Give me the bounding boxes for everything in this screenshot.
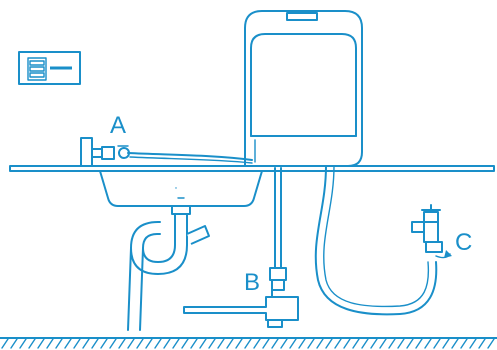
floor-hatch: [46, 338, 54, 349]
floor-hatch: [478, 338, 486, 349]
floor-hatch: [451, 338, 459, 349]
floor-hatch: [406, 338, 414, 349]
floor-hatch: [343, 338, 351, 349]
floor-hatch: [172, 338, 180, 349]
floor-hatch: [361, 338, 369, 349]
floor-hatch: [10, 338, 18, 349]
floor-hatch: [253, 338, 261, 349]
floor-hatch: [127, 338, 135, 349]
floor-hatch: [28, 338, 36, 349]
floor-hatch: [370, 338, 378, 349]
floor-hatch: [235, 338, 243, 349]
floor-hatch: [1, 338, 9, 349]
label-c: C: [455, 229, 472, 256]
floor-hatch: [262, 338, 270, 349]
sink-drain-trap: [127, 205, 210, 331]
floor-hatch: [199, 338, 207, 349]
floor-hatch: [316, 338, 324, 349]
floor-hatch: [469, 338, 477, 349]
floor-hatch: [19, 338, 27, 349]
label-a: A: [110, 112, 126, 139]
floor-hatch: [352, 338, 360, 349]
floor-hatch: [433, 338, 441, 349]
floor-hatch: [415, 338, 423, 349]
dishwasher-appliance: [244, 10, 363, 167]
floor-hatch: [163, 338, 171, 349]
floor-hatch: [487, 338, 495, 349]
label-b: B: [244, 269, 260, 296]
floor-hatch: [145, 338, 153, 349]
floor-hatch: [244, 338, 252, 349]
floor-hatch: [181, 338, 189, 349]
inlet-hose: [314, 165, 438, 316]
floor-hatch: [289, 338, 297, 349]
floor-hatch: [298, 338, 306, 349]
floor-hatch: [37, 338, 45, 349]
floor-hatch: [325, 338, 333, 349]
sink-basin: [99, 170, 263, 207]
floor-hatch: [334, 338, 342, 349]
floor-hatch: [109, 338, 117, 349]
floor-hatch: [208, 338, 216, 349]
floor-hatch: [217, 338, 225, 349]
floor-hatch: [307, 338, 315, 349]
floor-hatch: [55, 338, 63, 349]
floor-hatch: [442, 338, 450, 349]
floor-hatch: [64, 338, 72, 349]
floor-hatch: [82, 338, 90, 349]
valve-a: [80, 137, 253, 167]
floor-hatch: [226, 338, 234, 349]
floor-hatch: [280, 338, 288, 349]
floor-hatch: [91, 338, 99, 349]
floor-hatch: [397, 338, 405, 349]
dishwasher-icon: [18, 51, 81, 85]
floor: [0, 337, 497, 349]
floor-hatch: [136, 338, 144, 349]
drain-hose: [269, 167, 287, 291]
floor-hatch: [73, 338, 81, 349]
floor-hatch: [379, 338, 387, 349]
floor-hatch: [424, 338, 432, 349]
floor-hatch: [460, 338, 468, 349]
countertop: [9, 165, 495, 172]
floor-hatch: [190, 338, 198, 349]
floor-hatch: [100, 338, 108, 349]
floor-hatch: [271, 338, 279, 349]
floor-hatch: [388, 338, 396, 349]
floor-hatch: [154, 338, 162, 349]
faucet-c: [411, 204, 452, 259]
floor-hatch: [118, 338, 126, 349]
drain-pipe: [183, 289, 299, 328]
